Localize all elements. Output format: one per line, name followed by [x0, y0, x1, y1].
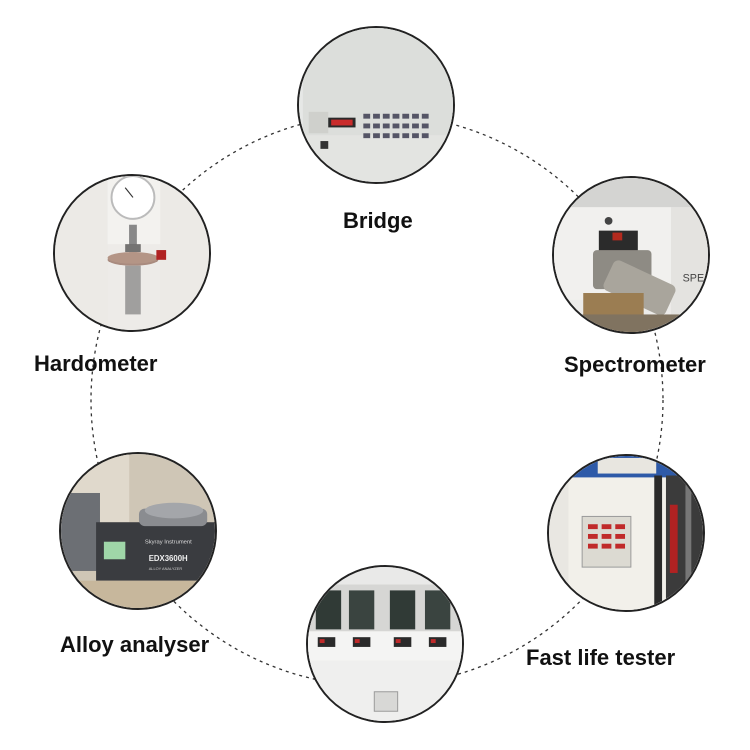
- hardometer-label: Hardometer: [34, 351, 158, 376]
- alloy-analyser-label: Alloy analyser: [60, 632, 210, 657]
- analyser-model-text: EDX3600H: [149, 554, 188, 563]
- alloy-analyser-photo: Skyray Instrument EDX3600H ALLOY ANALYZE…: [59, 452, 217, 610]
- test-cabinet-photo: [306, 565, 464, 723]
- bridge-photo: [297, 26, 455, 184]
- spectrometer-photo: SPE: [552, 176, 710, 334]
- bridge-label: Bridge: [343, 208, 413, 233]
- analyser-sub-text: ALLOY ANALYZER: [149, 566, 183, 571]
- spectrometer-brand-text: SPE: [683, 272, 704, 284]
- fast-life-tester-photo: [547, 454, 705, 612]
- fast-life-tester-label: Fast life tester: [526, 645, 676, 670]
- spectrometer-label: Spectrometer: [564, 352, 706, 377]
- analyser-brand-text: Skyray Instrument: [145, 540, 192, 546]
- hardometer-photo: [53, 174, 211, 332]
